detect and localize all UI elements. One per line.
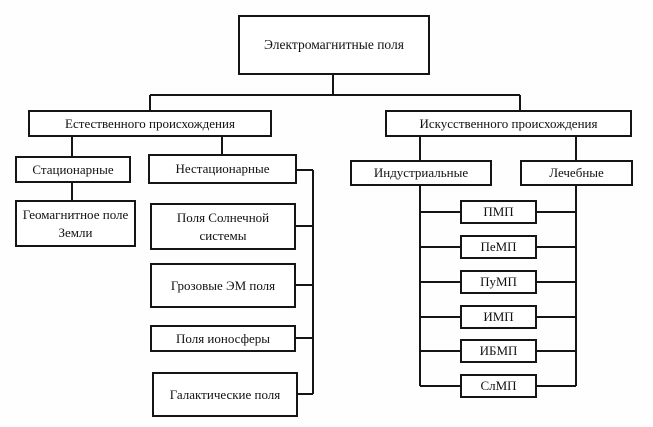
node-galactic-fields: Галактические поля <box>152 372 298 417</box>
node-nonstationary: Нестационарные <box>148 154 297 184</box>
node-solar-system-fields: Поля Солнечной системы <box>150 203 296 250</box>
node-type-imp: ИМП <box>460 305 537 329</box>
node-type-slmp: СлМП <box>460 374 537 398</box>
node-geomagnetic-field: Геомагнитное поле Земли <box>15 200 136 247</box>
node-industrial: Индустриальные <box>350 160 492 186</box>
node-natural-origin: Естественного происхождения <box>28 110 272 137</box>
node-storm-em-fields: Грозовые ЭМ поля <box>150 263 296 308</box>
node-stationary: Стационарные <box>15 156 131 183</box>
node-type-pump: ПуМП <box>460 270 537 294</box>
node-ionosphere-fields: Поля ионосферы <box>150 325 296 352</box>
node-type-ibmp: ИБМП <box>460 339 537 363</box>
node-type-pemp: ПеМП <box>460 235 537 259</box>
node-root-electromagnetic-fields: Электромагнитные поля <box>238 15 430 75</box>
node-artificial-origin: Искусственного происхождения <box>385 110 632 137</box>
node-therapeutic: Лечебные <box>520 160 633 186</box>
node-type-pmp: ПМП <box>460 200 537 224</box>
